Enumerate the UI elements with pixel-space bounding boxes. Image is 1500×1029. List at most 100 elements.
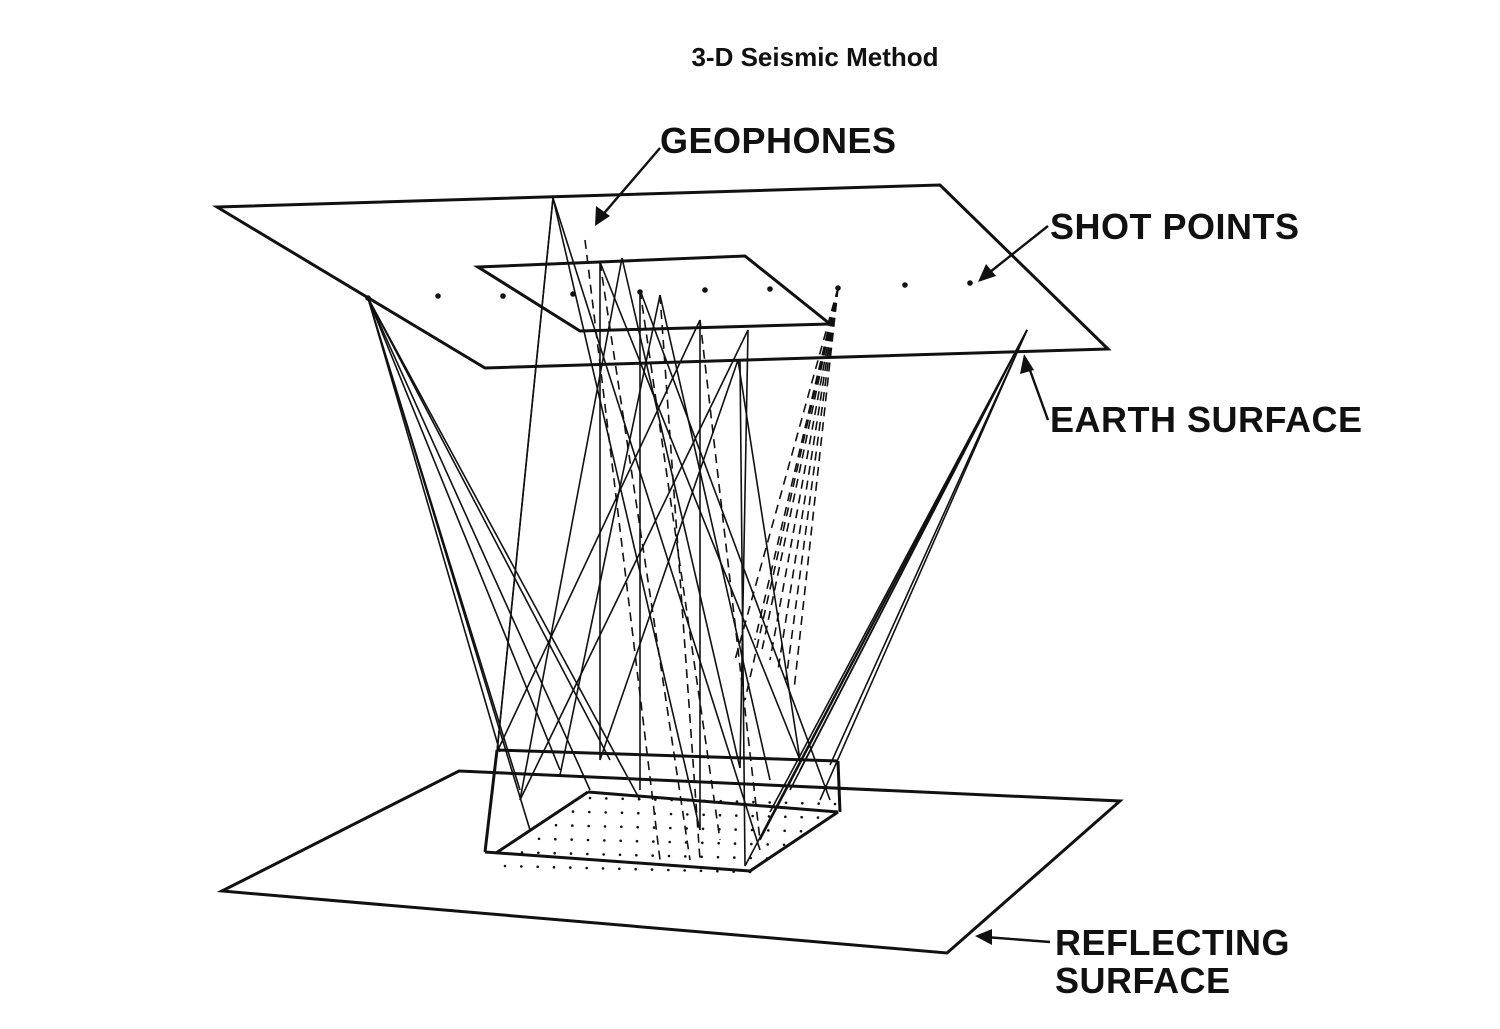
reflection-point <box>635 839 639 843</box>
reflection-point <box>569 866 572 869</box>
ray-solid <box>552 197 701 831</box>
ray-left-fan <box>367 297 501 753</box>
reflection-point <box>784 815 787 819</box>
reflection-point <box>750 842 753 846</box>
reflection-point <box>571 810 575 813</box>
reflection-point <box>520 865 523 868</box>
reflection-point <box>618 853 622 857</box>
reflection-point <box>733 842 737 845</box>
reflection-point <box>602 853 605 856</box>
ray-solid <box>496 197 554 753</box>
reflecting-label-line1: REFLECTING <box>1055 922 1290 963</box>
ray-solid <box>552 197 761 851</box>
shot-points <box>365 280 973 301</box>
reflection-point <box>767 829 770 832</box>
ray-paths <box>367 197 1028 867</box>
reflection-point <box>783 829 786 833</box>
reflection-point <box>635 853 638 857</box>
reflection-point <box>732 870 735 873</box>
reflection-point <box>700 855 703 859</box>
reflection-point <box>588 796 592 800</box>
ray-dashed-bundle <box>744 287 839 701</box>
reflection-point <box>585 866 588 870</box>
reflection-point <box>782 843 786 847</box>
reflection-point <box>733 856 736 859</box>
reflection-point <box>605 797 608 800</box>
reflection-point <box>654 798 657 801</box>
reflection-point <box>554 823 558 827</box>
reflection-point <box>636 825 639 829</box>
reflection-point <box>801 801 804 805</box>
ray-dashed <box>699 319 761 841</box>
reflection-point <box>751 814 754 818</box>
reflection-point <box>652 826 656 829</box>
reflection-point <box>618 867 621 871</box>
reflection-point <box>717 841 720 845</box>
ray-left-fan <box>367 297 591 791</box>
earth-surface-label: EARTH SURFACE <box>1050 399 1363 440</box>
reflection-point <box>554 837 557 841</box>
reflecting-surface-plane <box>216 769 1124 955</box>
reflection-point <box>667 868 670 872</box>
earth-surface-plane <box>211 183 1112 370</box>
reflection-point <box>686 813 689 816</box>
reflection-point <box>586 852 589 856</box>
reflection-point <box>701 827 705 831</box>
reflection-point <box>537 837 541 841</box>
shot-points-label: SHOT POINTS <box>1050 206 1300 247</box>
reflection-point <box>634 867 637 871</box>
ray-left-fan <box>367 297 531 831</box>
ray-right-fan <box>819 329 1028 801</box>
reflection-point <box>683 869 686 872</box>
reflection-point <box>684 855 687 858</box>
shot-point <box>435 293 441 299</box>
reflection-point <box>619 839 622 843</box>
reflection-point <box>570 838 573 841</box>
reflection-point <box>503 864 507 868</box>
reflection-point <box>817 802 820 805</box>
reflection-point <box>719 799 722 803</box>
ray-solid <box>519 329 749 801</box>
reflection-point <box>650 868 654 871</box>
reflection-point <box>569 852 573 855</box>
geophones-arrowhead <box>595 206 610 226</box>
reflection-point <box>765 857 769 860</box>
ray-right-fan <box>744 329 1028 867</box>
reflection-point <box>620 811 624 815</box>
ray-dashed <box>659 294 701 861</box>
shot-point <box>835 285 841 291</box>
reflection-point <box>652 840 655 843</box>
ray-left-fan <box>367 297 561 771</box>
reflection-point <box>748 870 752 874</box>
ray-dashed-bundle <box>793 287 839 691</box>
ray-dashed-bundle <box>769 287 839 661</box>
reflection-point <box>716 869 719 873</box>
ray-right-fan <box>829 329 1028 766</box>
earth-surface-leader <box>1025 361 1050 421</box>
ray-dashed <box>639 289 721 841</box>
ray-dashed <box>599 261 691 861</box>
shot-point <box>767 286 773 292</box>
reflecting-leader <box>984 935 1051 944</box>
reflection-point <box>601 867 605 870</box>
reflection-point <box>799 829 803 833</box>
geophones-label: GEOPHONES <box>660 120 897 161</box>
reflection-point <box>670 798 673 802</box>
reflection-point <box>588 810 591 814</box>
reflection-points <box>503 796 837 874</box>
diagram-title: 3-D Seismic Method <box>691 42 938 72</box>
ray-solid <box>621 257 741 769</box>
reflection-point <box>833 802 837 806</box>
earth-surface-arrowhead <box>1020 354 1034 374</box>
reflection-point <box>604 811 607 814</box>
ray-left-fan <box>367 297 641 801</box>
reflection-point <box>637 811 640 815</box>
shot-point <box>570 291 576 297</box>
reflection-point <box>669 826 672 830</box>
ray-dashed-bundle <box>785 287 839 681</box>
reflection-point <box>603 825 607 828</box>
reflection-point <box>571 824 574 827</box>
reflection-point <box>766 843 769 846</box>
